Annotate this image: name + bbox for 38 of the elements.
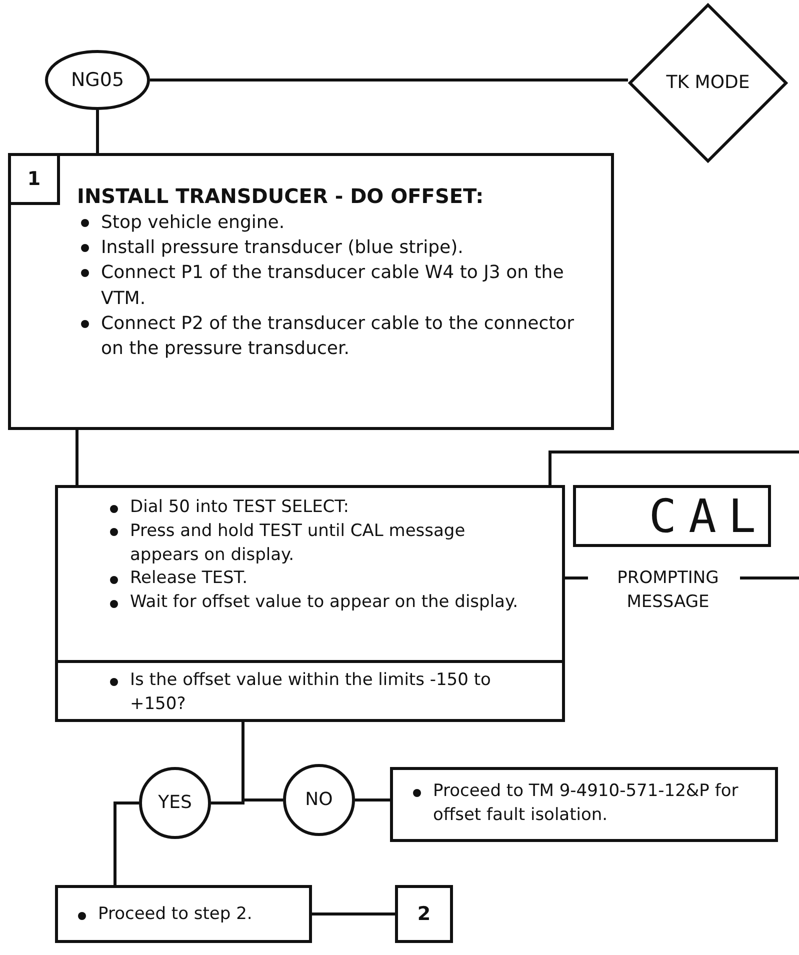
answer-circle <box>139 767 211 839</box>
node-label: 2 <box>417 904 431 924</box>
instruction-text: Proceed to step 2. <box>74 903 301 927</box>
step-number-box <box>395 885 453 943</box>
connector-line <box>96 110 99 153</box>
node-label: 1 <box>27 168 41 190</box>
question-box <box>55 660 565 722</box>
connector-line <box>76 430 78 485</box>
node-label: TK MODE <box>666 73 750 93</box>
instruction-text: Connect P2 of the transducer cable to the connector on the pressure transducer. <box>77 310 589 362</box>
display-caption: PROMPTING MESSAGE <box>616 567 720 614</box>
answer-circle <box>283 764 355 836</box>
instruction-text: Dial 50 into TEST SELECT: <box>106 496 526 520</box>
connector-line <box>312 912 395 916</box>
instruction-text: Is the offset value within the limits -150 to +150? <box>106 669 526 717</box>
node-label: YES <box>158 793 192 813</box>
node-label: CAL <box>648 490 768 542</box>
instruction-text: Install pressure transducer (blue stripe). <box>77 235 589 260</box>
instruction-text: Release TEST. <box>106 567 526 592</box>
process-box <box>390 767 778 842</box>
decision-diamond <box>628 3 788 163</box>
start-oval <box>45 50 150 110</box>
connector-line <box>114 802 139 885</box>
instruction-text: Connect P1 of the transducer cable W4 to J3 on the VTM. <box>77 260 589 311</box>
step-heading: INSTALL TRANSDUCER - DO OFFSET: <box>77 183 485 210</box>
step-number-box <box>8 153 60 205</box>
instruction-text: Stop vehicle engine. <box>77 210 589 236</box>
instruction-text: Proceed to TM 9-4910-571-12&P for offset fault isolation. <box>409 780 767 828</box>
connector-line <box>242 722 283 802</box>
process-box <box>55 485 565 663</box>
node-label: NO <box>305 790 333 810</box>
instruction-text: Wait for offset value to appear on the display. <box>106 591 526 615</box>
connector-line <box>150 78 628 82</box>
node-label: NG05 <box>70 70 124 90</box>
process-box <box>55 885 312 943</box>
connector-line <box>355 798 390 802</box>
instruction-text: Press and hold TEST until CAL message appears on display. <box>106 520 526 568</box>
process-box <box>8 153 614 430</box>
